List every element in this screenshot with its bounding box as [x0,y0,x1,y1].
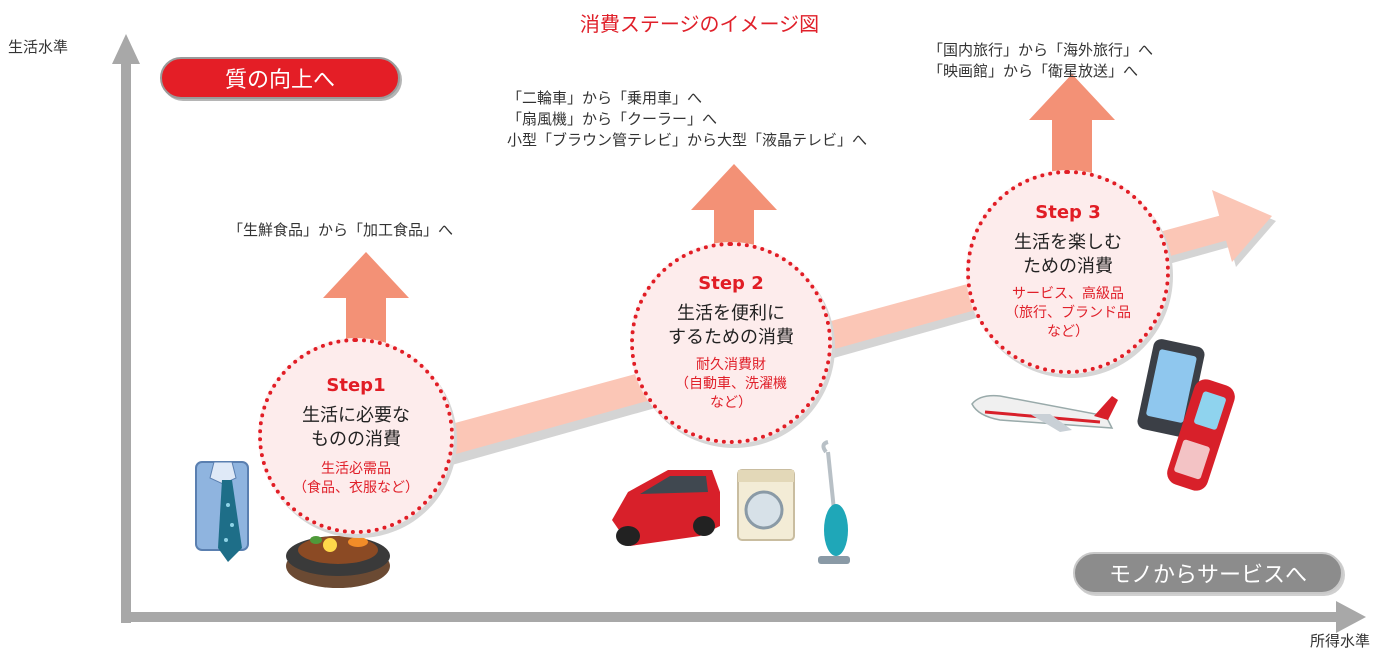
up-arrow-1 [323,252,409,346]
y-axis-label: 生活水準 [8,38,69,56]
step1-circle: Step1 生活に必要な ものの消費 生活必需品 （食品、衣服など） [258,338,454,534]
steak-plate-icon [286,536,390,588]
step2-sub-line: など） [710,395,752,411]
y-axis [121,60,131,623]
step2-heading: Step 2 [698,273,764,294]
quality-badge: 質の向上へ [160,57,400,99]
step1-heading: Step1 [326,374,386,396]
vacuum-cleaner-icon [818,440,850,564]
step2-circle: Step 2 生活を便利に するための消費 耐久消費財 （自動車、洗濯機 など） [630,242,832,444]
car-icon [612,470,720,546]
diagram-title: 消費ステージのイメージ図 [579,12,820,36]
note-step3-line: 「映画館」から「衛星放送」へ [928,62,1139,80]
step3-main-line: ための消費 [1023,256,1113,277]
step2-main-line: するための消費 [668,327,794,348]
note-step2: 「二輪車」から「乗用車」へ 「扇風機」から「クーラー」へ 小型「ブラウン管テレビ… [507,88,867,151]
note-step2-line: 「扇風機」から「クーラー」へ [507,110,718,128]
step3-sub-line: （旅行、ブランド品 [1005,305,1131,321]
airplane-icon [971,394,1118,432]
note-step1-line: 「生鮮食品」から「加工食品」へ [228,221,454,239]
washing-machine-icon [737,469,795,541]
axes [112,34,1366,633]
step1-sub-line: 生活必需品 [321,460,391,477]
note-step2-line: 「二輪車」から「乗用車」へ [507,89,703,107]
x-axis-label: 所得水準 [1310,632,1371,650]
step1-sub-line: （食品、衣服など） [293,479,419,496]
services-badge: モノからサービスへ [1073,552,1343,594]
step3-heading: Step 3 [1035,202,1101,223]
step1-main-line: 生活に必要な [302,404,410,426]
y-axis-arrowhead [112,34,140,64]
note-step1: 「生鮮食品」から「加工食品」へ [228,220,453,241]
step2-sub-line: （自動車、洗濯機 [675,376,787,392]
note-step3: 「国内旅行」から「海外旅行」へ 「映画館」から「衛星放送」へ [928,40,1153,82]
step3-main-line: 生活を楽しむ [1014,232,1122,253]
x-axis-arrowhead [1336,601,1366,633]
step2-main-line: 生活を便利に [677,303,785,324]
step3-sub-line: サービス、高級品 [1012,286,1124,302]
note-step2-line: 小型「ブラウン管テレビ」から大型「液晶テレビ」へ [507,131,868,149]
x-axis [121,612,1341,622]
step1-main-line: ものの消費 [311,428,401,450]
flip-phone-icon [1167,379,1235,491]
step2-sub-line: 耐久消費財 [696,357,766,373]
shirt-tie-icon [195,461,249,562]
note-step3-line: 「国内旅行」から「海外旅行」へ [928,41,1154,59]
step3-circle: Step 3 生活を楽しむ ための消費 サービス、高級品 （旅行、ブランド品 な… [966,170,1170,374]
up-arrow-3 [1029,74,1115,178]
step3-sub-line: など） [1047,324,1089,340]
